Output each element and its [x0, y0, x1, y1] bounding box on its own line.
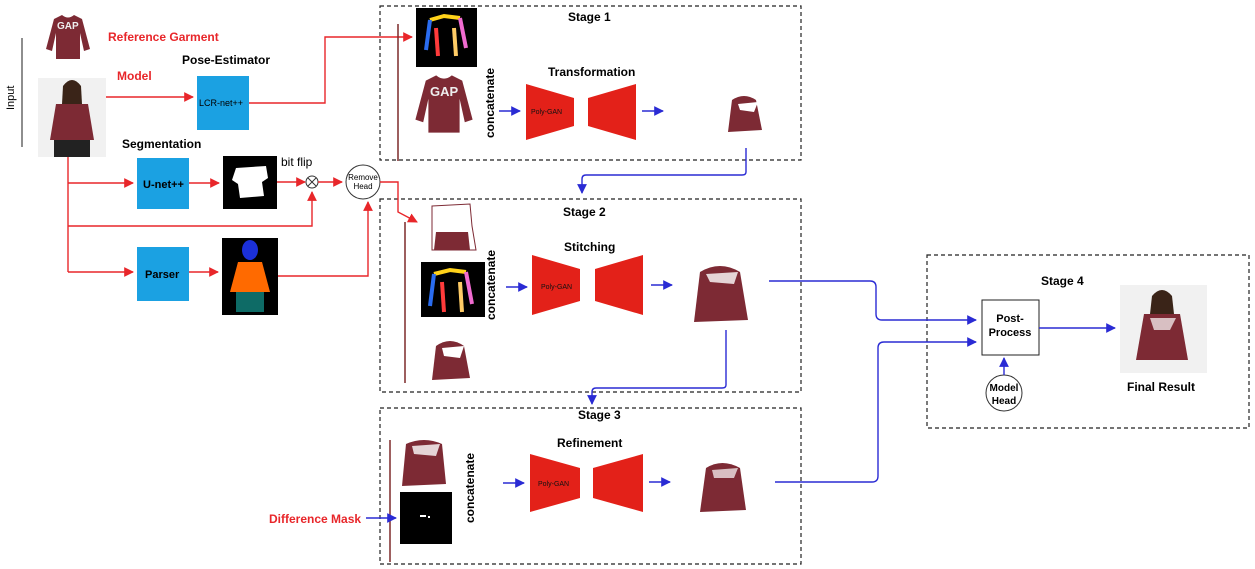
- unet-box: [137, 158, 189, 209]
- stage2-warped-garment-image: [432, 341, 470, 380]
- stage1-poly-gan: Poly-GAN: [526, 84, 636, 140]
- stage1-pose-image: [416, 8, 477, 67]
- reference-garment-label: Reference Garment: [108, 30, 219, 44]
- model-photo-image: [38, 78, 106, 157]
- svg-text:Remove: Remove: [348, 173, 378, 182]
- post-process-line2: Process: [989, 327, 1032, 339]
- difference-mask-label: Difference Mask: [269, 512, 361, 526]
- parser-box: [137, 247, 189, 301]
- svg-text:Poly-GAN: Poly-GAN: [531, 109, 562, 116]
- stage3-concatenate: concatenate: [463, 453, 477, 523]
- stage3-output-image-in: [402, 440, 446, 486]
- stage2-title: Stage 2: [563, 205, 606, 219]
- svg-text:Model: Model: [990, 383, 1019, 394]
- red-connectors: [67, 32, 418, 277]
- svg-text:Head: Head: [992, 396, 1016, 407]
- post-process-box: [981, 299, 1040, 356]
- svg-text:GAP: GAP: [430, 84, 459, 99]
- stage3-output-image: [700, 463, 746, 512]
- remove-head-node: Remove Head: [345, 164, 381, 200]
- multiply-icon: [305, 175, 319, 189]
- unet-label: U-net++: [143, 179, 184, 191]
- stage3-box: [379, 407, 802, 565]
- difference-mask-image: [400, 492, 452, 544]
- parser-label: Parser: [145, 269, 180, 281]
- input-label: Input: [5, 86, 17, 110]
- svg-text:Poly-GAN: Poly-GAN: [541, 284, 572, 291]
- final-result-image: [1120, 285, 1207, 373]
- stage3-title: Stage 3: [578, 408, 621, 422]
- parse-map-image: [222, 238, 278, 315]
- svg-text:Head: Head: [353, 182, 372, 191]
- stage2-masked-model-image: [430, 202, 477, 252]
- svg-text:GAP: GAP: [57, 21, 79, 32]
- stage2-poly-gan: Poly-GAN: [532, 255, 643, 315]
- stage2-step-title: Stitching: [564, 240, 615, 254]
- final-result-label: Final Result: [1127, 380, 1195, 394]
- stage2-output-image: [694, 266, 748, 322]
- bit-flip-label: bit flip: [281, 155, 313, 169]
- pose-estimator-title: Pose-Estimator: [182, 53, 270, 67]
- post-process-line1: Post-: [996, 313, 1024, 325]
- stage1-garment-image: GAP: [415, 75, 473, 133]
- segmentation-title: Segmentation: [122, 137, 201, 151]
- stage3-step-title: Refinement: [557, 436, 622, 450]
- lcr-net-box: [197, 76, 249, 130]
- stage1-step-title: Transformation: [548, 65, 635, 79]
- stage4-title: Stage 4: [1041, 274, 1084, 288]
- stage2-box: [379, 198, 802, 393]
- svg-text:Poly-GAN: Poly-GAN: [538, 481, 569, 488]
- blue-connectors: [366, 148, 1116, 523]
- stage1-output-image: [728, 96, 762, 132]
- lcr-net-label: LCR-net++: [199, 98, 243, 108]
- stage2-pose-image: [421, 262, 485, 317]
- reference-garment-image: GAP: [46, 15, 90, 59]
- stage2-concatenate: concatenate: [484, 250, 498, 320]
- model-label: Model: [117, 69, 152, 83]
- stage1-concatenate: concatenate: [483, 68, 497, 138]
- stage3-poly-gan: Poly-GAN: [530, 454, 643, 512]
- model-head-node: Model Head: [985, 374, 1023, 412]
- stage1-title: Stage 1: [568, 10, 611, 24]
- stage1-box: [379, 5, 802, 161]
